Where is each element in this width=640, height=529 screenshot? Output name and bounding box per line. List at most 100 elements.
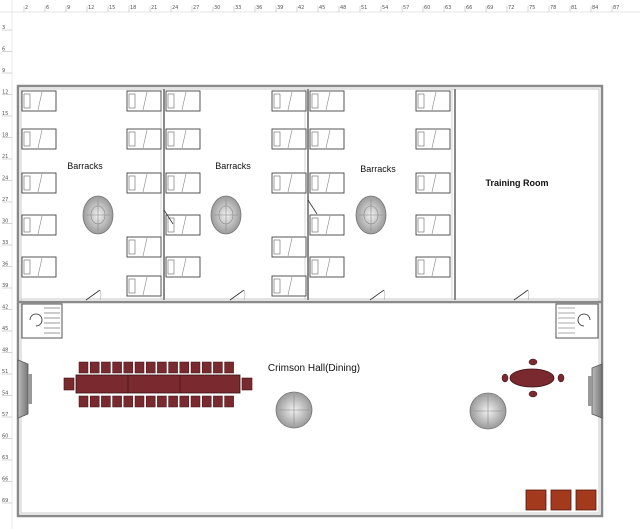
ruler-tick-label: 6 [2, 47, 5, 53]
bed-icon [415, 90, 451, 112]
door-icon [369, 289, 386, 301]
ruler-tick-label: 15 [109, 5, 115, 11]
chair-icon [101, 395, 111, 408]
crate-icon [525, 489, 597, 511]
ruler-tick-label: 60 [424, 5, 430, 11]
chair-icon [190, 395, 201, 408]
bed-icon [309, 128, 345, 150]
ruler-tick-label: 42 [2, 305, 8, 311]
ruler-tick-label: 57 [2, 412, 8, 418]
stairs-right-icon [555, 303, 599, 339]
chair-icon [145, 395, 156, 408]
ruler-tick-label: 30 [214, 5, 220, 11]
ruler-tick-label: 48 [340, 5, 346, 11]
round-table-icon [210, 195, 242, 235]
chair-icon [201, 361, 212, 374]
bed-icon [271, 128, 307, 150]
doors-group [85, 199, 530, 301]
ruler-tick-label: 84 [592, 5, 598, 11]
bed-icon [126, 90, 162, 112]
bed-icon [309, 172, 345, 194]
chair-icon [224, 361, 234, 374]
ruler-tick-label: 9 [67, 5, 70, 11]
ruler-tick-label: 27 [193, 5, 199, 11]
ruler-tick-label: 69 [2, 498, 8, 504]
ruler-tick-label: 54 [2, 391, 8, 397]
bed-icon [21, 256, 57, 278]
ruler-tick-label: 21 [2, 154, 8, 160]
ruler-tick-label: 9 [2, 68, 5, 74]
bed-icon [271, 275, 307, 297]
ruler-tick-label: 12 [88, 5, 94, 11]
bed-icon [126, 172, 162, 194]
dining-hall-label: Crimson Hall(Dining) [268, 363, 360, 374]
ruler-tick-label: 21 [151, 5, 157, 11]
bed-icon [415, 128, 451, 150]
bed-icon [415, 214, 451, 236]
chair-icon [157, 361, 167, 374]
round-table-icon [82, 195, 114, 235]
ruler-tick-label: 15 [2, 111, 8, 117]
chair-icon [190, 361, 201, 374]
chair-icon [123, 395, 134, 408]
fireplace-right-icon [588, 363, 603, 419]
door-icon [229, 289, 246, 301]
chair-icon [123, 361, 134, 374]
chair-icon [112, 361, 122, 374]
ruler-tick-label: 66 [2, 477, 8, 483]
chair-icon [112, 395, 122, 408]
ruler-tick-label: 18 [130, 5, 136, 11]
bed-icon [165, 172, 201, 194]
ruler-tick-label: 48 [2, 348, 8, 354]
door-icon [307, 199, 318, 215]
ruler-tick-label: 87 [613, 5, 619, 11]
round-table-icon [275, 391, 313, 429]
chair-icon [179, 395, 190, 408]
chair-icon [78, 361, 89, 374]
bed-icon [165, 214, 201, 236]
chair-icon [201, 395, 212, 408]
ruler-tick-label: 6 [46, 5, 49, 11]
bed-icon [309, 90, 345, 112]
oval-dining-table [501, 358, 565, 398]
bed-icon [271, 236, 307, 258]
chair-icon [213, 395, 223, 408]
bed-icon [21, 214, 57, 236]
ruler-tick-label: 42 [298, 5, 304, 11]
barracks-tables-group [82, 195, 387, 235]
round-table-icon [355, 195, 387, 235]
chair-icon [213, 361, 223, 374]
ruler-tick-label: 54 [382, 5, 388, 11]
round-table-icon [469, 392, 507, 430]
bed-icon [21, 172, 57, 194]
bed-icon [309, 256, 345, 278]
bed-icon [415, 172, 451, 194]
ruler-tick-label: 39 [2, 283, 8, 289]
door-icon [85, 289, 102, 301]
beds-group [21, 90, 451, 297]
bed-icon [126, 128, 162, 150]
chair-icon [89, 395, 100, 408]
ruler-tick-label: 18 [2, 133, 8, 139]
ruler-tick-label: 51 [361, 5, 367, 11]
ruler-tick-label: 2 [25, 5, 28, 11]
chair-icon [179, 361, 190, 374]
barracks-2-label: Barracks [215, 161, 251, 171]
bed-icon [271, 172, 307, 194]
ruler-tick-label: 81 [571, 5, 577, 11]
bed-icon [126, 275, 162, 297]
training-room-label: Training Room [486, 178, 549, 188]
chair-icon [168, 361, 178, 374]
ruler-tick-label: 69 [487, 5, 493, 11]
chair-icon [101, 361, 111, 374]
barracks-1-label: Barracks [67, 161, 103, 171]
fireplace-left-icon [17, 359, 32, 419]
ruler-tick-label: 36 [2, 262, 8, 268]
chair-icon [134, 395, 145, 408]
chair-icon [134, 361, 145, 374]
door-icon [513, 289, 530, 301]
ruler-tick-label: 57 [403, 5, 409, 11]
ruler-tick-label: 63 [445, 5, 451, 11]
